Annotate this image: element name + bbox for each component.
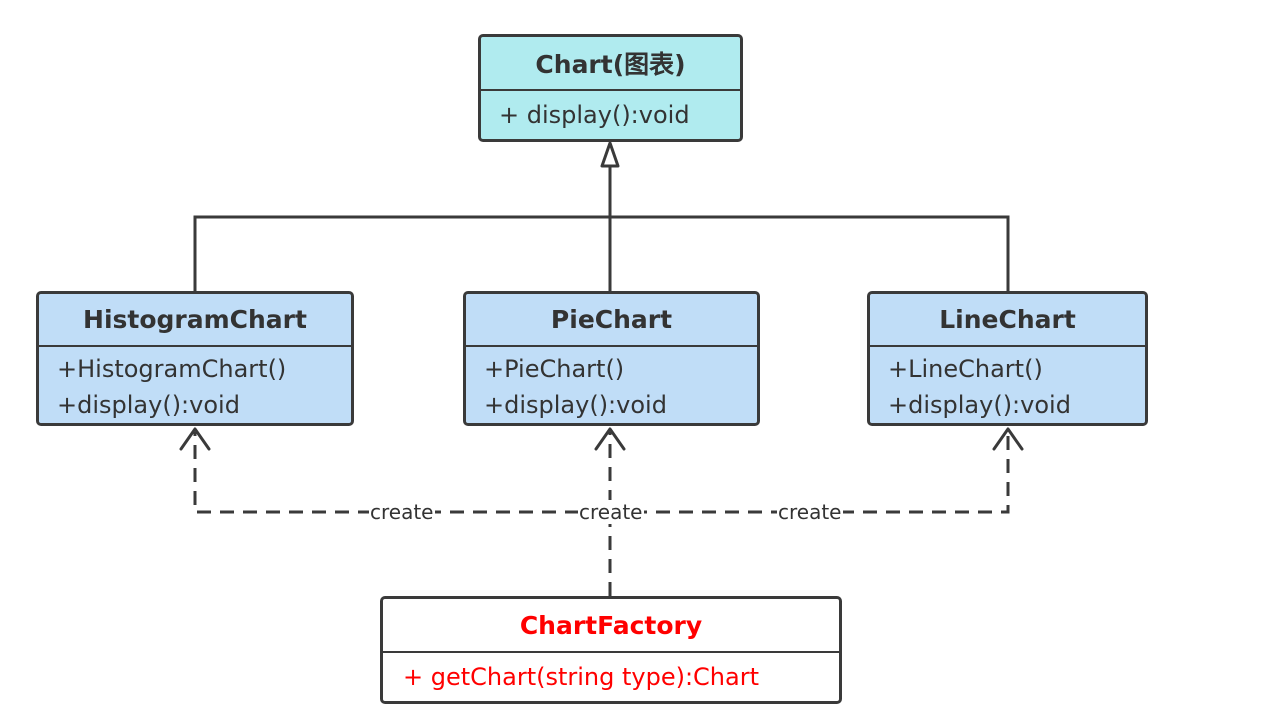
histogram-chart-class-title: HistogramChart — [39, 294, 351, 347]
line-chart-class-methods: +LineChart() +display():void — [870, 347, 1145, 423]
pie-chart-class-methods: +PieChart() +display():void — [466, 347, 757, 423]
open-arrowhead-line — [992, 427, 1024, 451]
histogram-method-constructor: +HistogramChart() — [57, 355, 287, 383]
line-method-display: +display():void — [888, 391, 1071, 419]
chart-factory-class-methods: + getChart(string type):Chart — [383, 653, 839, 695]
open-arrowhead-histogram — [179, 427, 211, 451]
dependency-line-histogram — [193, 432, 612, 596]
create-label-line: create — [777, 500, 843, 524]
inheritance-connectors — [193, 165, 1010, 293]
dependency-arrowheads — [179, 427, 1024, 451]
factory-method-getchart: + getChart(string type):Chart — [403, 663, 760, 691]
chart-method-display: + display():void — [499, 101, 690, 129]
inheritance-arrowhead — [600, 141, 620, 168]
line-chart-class-box[interactable]: LineChart +LineChart() +display():void — [867, 291, 1148, 426]
chart-class-methods: + display():void — [481, 91, 740, 133]
pie-chart-class-box[interactable]: PieChart +PieChart() +display():void — [463, 291, 760, 426]
inheritance-line-line — [610, 215, 1010, 293]
inheritance-line-histogram — [193, 215, 610, 293]
line-method-constructor: +LineChart() — [888, 355, 1043, 383]
pie-method-display: +display():void — [484, 391, 667, 419]
chart-class-title: Chart(图表) — [481, 37, 740, 91]
chart-factory-class-box[interactable]: ChartFactory + getChart(string type):Cha… — [380, 596, 842, 704]
line-chart-class-title: LineChart — [870, 294, 1145, 347]
histogram-method-display: +display():void — [57, 391, 240, 419]
pie-chart-class-title: PieChart — [466, 294, 757, 347]
chart-factory-class-title: ChartFactory — [383, 599, 839, 653]
dependency-line-line — [610, 432, 1010, 514]
create-label-pie: create — [578, 500, 644, 524]
pie-method-constructor: +PieChart() — [484, 355, 625, 383]
create-label-histogram: create — [369, 500, 435, 524]
histogram-chart-class-box[interactable]: HistogramChart +HistogramChart() +displa… — [36, 291, 354, 426]
histogram-chart-class-methods: +HistogramChart() +display():void — [39, 347, 351, 423]
open-arrowhead-pie — [594, 427, 626, 451]
chart-class-box[interactable]: Chart(图表) + display():void — [478, 34, 743, 142]
